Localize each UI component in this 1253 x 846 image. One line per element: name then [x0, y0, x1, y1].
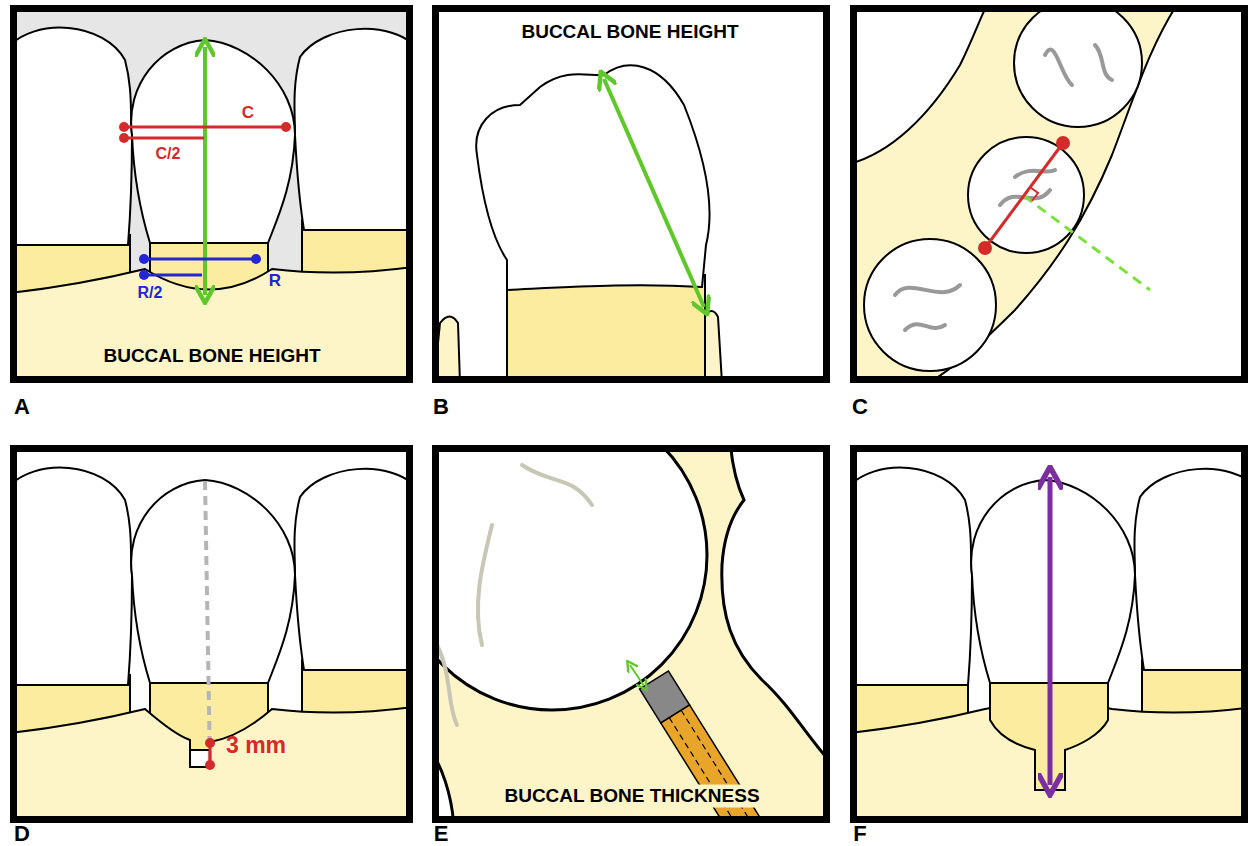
panel-title: BUCCAL BONE THICKNESS — [500, 785, 763, 808]
panel-letter: D — [14, 822, 30, 846]
panel-title: BUCCAL BONE HEIGHT — [103, 346, 320, 367]
panel-letter: B — [433, 395, 449, 419]
dimension-label: C/2 — [156, 145, 181, 163]
panel-title: BUCCAL BONE HEIGHT — [521, 22, 738, 43]
dimension-label: C — [242, 104, 254, 123]
panel-letter: E — [434, 822, 449, 846]
dimension-label: R/2 — [138, 284, 163, 302]
dimension-label: 3 mm — [226, 733, 286, 758]
dimension-label: R — [269, 272, 281, 291]
panel-letter: A — [14, 395, 30, 419]
panel-letter: F — [853, 822, 866, 846]
panel-letter: C — [852, 395, 868, 419]
